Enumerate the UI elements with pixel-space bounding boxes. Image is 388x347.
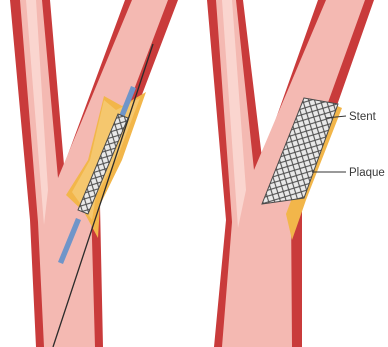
left-panel-balloon-catheter — [10, 0, 178, 347]
right-panel-deployed-stent: Stent Plaque — [207, 0, 385, 347]
plaque-label: Plaque — [349, 167, 385, 179]
stent-label: Stent — [349, 111, 377, 123]
